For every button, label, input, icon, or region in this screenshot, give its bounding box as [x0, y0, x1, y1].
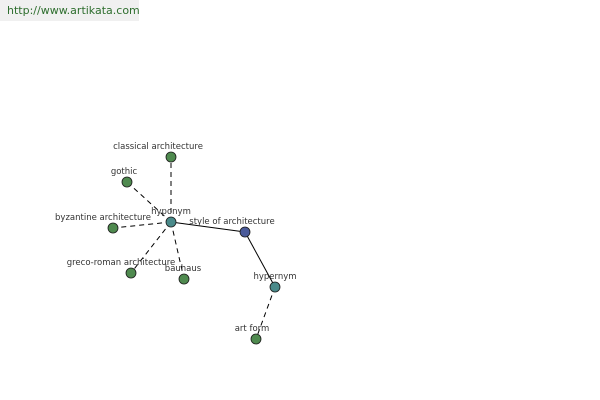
node-label-hyponym: hyponym [151, 207, 191, 217]
edge-hypernym-art-form [255, 286, 276, 340]
edge-hyponym-bauhaus [170, 221, 185, 280]
node-greco-roman-architecture[interactable]: greco-roman architecture [67, 258, 176, 279]
node-marker[interactable] [239, 226, 251, 238]
node-label-greco-roman-architecture: greco-roman architecture [67, 258, 176, 268]
node-marker[interactable] [250, 333, 262, 345]
node-label-gothic: gothic [111, 167, 138, 177]
node-bauhaus[interactable]: bauhaus [165, 264, 202, 285]
node-hypernym[interactable]: hypernym [253, 272, 297, 293]
site-url[interactable]: http://www.artikata.com [0, 0, 140, 21]
node-marker[interactable] [178, 273, 190, 285]
node-marker[interactable] [107, 222, 119, 234]
edge-hyponym-byzantine-architecture [112, 221, 172, 229]
edge-hyponym-gothic [126, 181, 172, 223]
node-label-byzantine-architecture: byzantine architecture [55, 213, 151, 223]
node-label-art-form: art form [235, 324, 270, 334]
node-marker[interactable] [269, 281, 281, 293]
node-marker[interactable] [165, 216, 177, 228]
node-label-hypernym: hypernym [253, 272, 296, 282]
node-label-bauhaus: bauhaus [165, 264, 202, 274]
node-style-of-architecture[interactable]: style of architecture [189, 217, 275, 238]
graph-nodes: classical architecture gothic byzantine … [55, 142, 297, 345]
node-hyponym[interactable]: hyponym [151, 207, 191, 228]
node-marker[interactable] [125, 267, 137, 279]
node-classical-architecture[interactable]: classical architecture [113, 142, 203, 163]
edge-center-hypernym [244, 231, 276, 288]
node-byzantine-architecture[interactable]: byzantine architecture [55, 213, 151, 234]
node-label-classical-architecture: classical architecture [113, 142, 203, 152]
node-gothic[interactable]: gothic [111, 167, 138, 188]
edge-hyponym-greco-roman-architecture [130, 221, 172, 274]
node-art-form[interactable]: art form [235, 324, 270, 345]
node-marker[interactable] [121, 176, 133, 188]
node-label-style-of-architecture: style of architecture [189, 217, 274, 227]
node-marker[interactable] [165, 151, 177, 163]
graph-edges [112, 157, 276, 340]
edge-hyponym-center [170, 221, 246, 233]
